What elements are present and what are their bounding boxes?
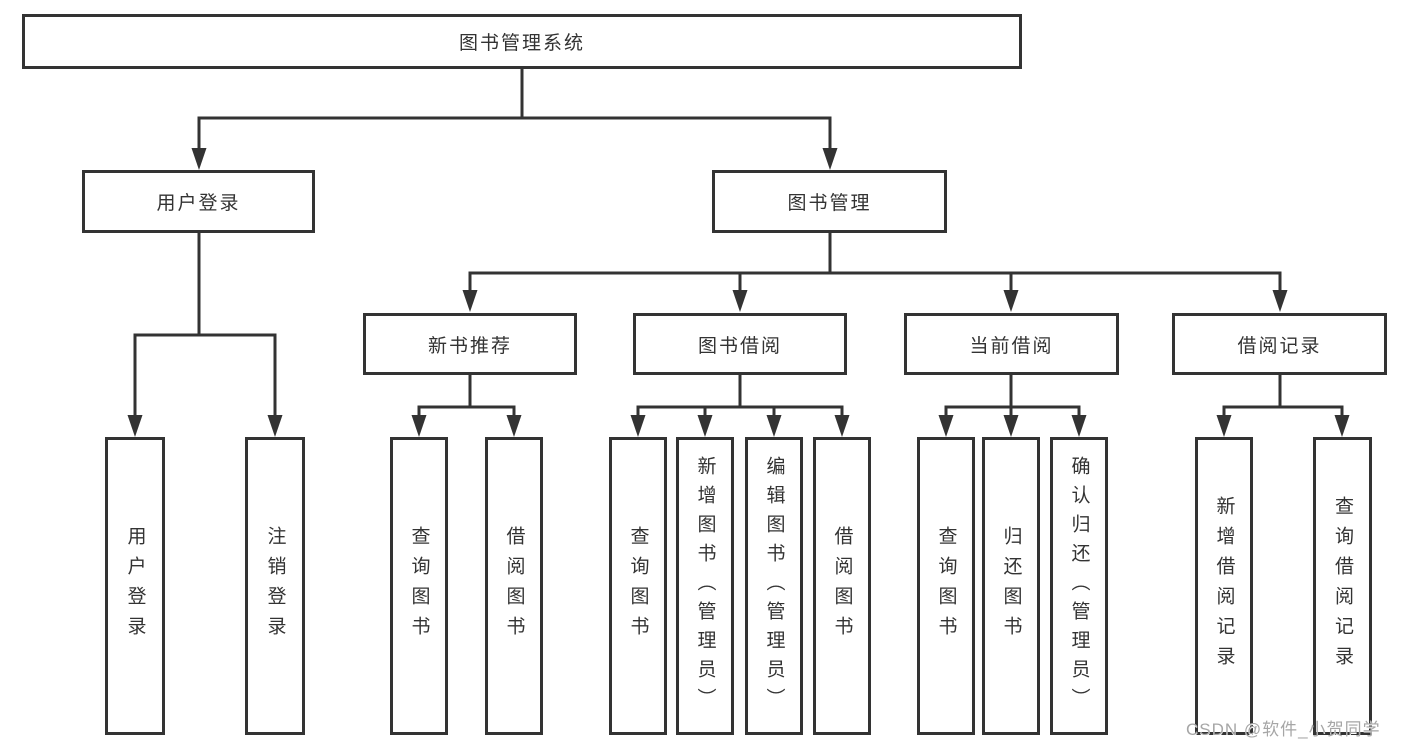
connector-book-borrow-to-children	[630, 373, 850, 437]
arrowhead	[1272, 290, 1288, 312]
connector-book-management-to-sections	[462, 231, 1288, 312]
node-current-borrow: 当前借阅	[904, 313, 1119, 375]
node-root-system: 图书管理系统	[22, 14, 1022, 69]
leaf-logout: 注销登录	[245, 437, 305, 735]
arrowhead	[1216, 415, 1232, 437]
connector-borrow-record-to-children	[1216, 373, 1350, 437]
arrowhead	[822, 148, 838, 170]
leaf-borrow-books: 借阅图书	[813, 437, 871, 735]
arrowhead	[732, 290, 748, 312]
connector-new-book-to-children	[411, 373, 522, 437]
arrowhead	[834, 415, 850, 437]
arrowhead	[506, 415, 522, 437]
leaf-return-book: 归还图书	[982, 437, 1040, 735]
connector-user-login-to-children	[127, 231, 283, 437]
node-book-management-branch: 图书管理	[712, 170, 947, 233]
leaf-query-books-recommend: 查询图书	[390, 437, 448, 735]
arrowhead	[462, 290, 478, 312]
arrowhead	[1003, 415, 1019, 437]
watermark-text: CSDN @软件_小贺同学	[1186, 720, 1381, 739]
arrowhead	[127, 415, 143, 437]
arrowhead	[1071, 415, 1087, 437]
leaf-confirm-return-admin: 确认归还（管理员）	[1050, 437, 1108, 735]
node-new-book-recommend: 新书推荐	[363, 313, 577, 375]
arrowhead	[191, 148, 207, 170]
node-user-login-branch: 用户登录	[82, 170, 315, 233]
arrowhead	[1003, 290, 1019, 312]
node-book-borrow: 图书借阅	[633, 313, 847, 375]
arrowhead	[1334, 415, 1350, 437]
leaf-query-borrow-record: 查询借阅记录	[1313, 437, 1372, 735]
connector-root-to-branches	[191, 67, 838, 170]
connector-current-borrow-to-children	[938, 373, 1087, 437]
arrowhead	[938, 415, 954, 437]
arrowhead	[766, 415, 782, 437]
leaf-borrow-books-recommend: 借阅图书	[485, 437, 543, 735]
leaf-user-login: 用户登录	[105, 437, 165, 735]
arrowhead	[697, 415, 713, 437]
leaf-query-books-borrow: 查询图书	[609, 437, 667, 735]
leaf-add-borrow-record: 新增借阅记录	[1195, 437, 1253, 735]
leaf-edit-book-admin: 编辑图书（管理员）	[745, 437, 803, 735]
arrowhead	[267, 415, 283, 437]
node-borrow-record: 借阅记录	[1172, 313, 1387, 375]
leaf-add-book-admin: 新增图书（管理员）	[676, 437, 734, 735]
arrowhead	[411, 415, 427, 437]
leaf-query-books-current: 查询图书	[917, 437, 975, 735]
arrowhead	[630, 415, 646, 437]
